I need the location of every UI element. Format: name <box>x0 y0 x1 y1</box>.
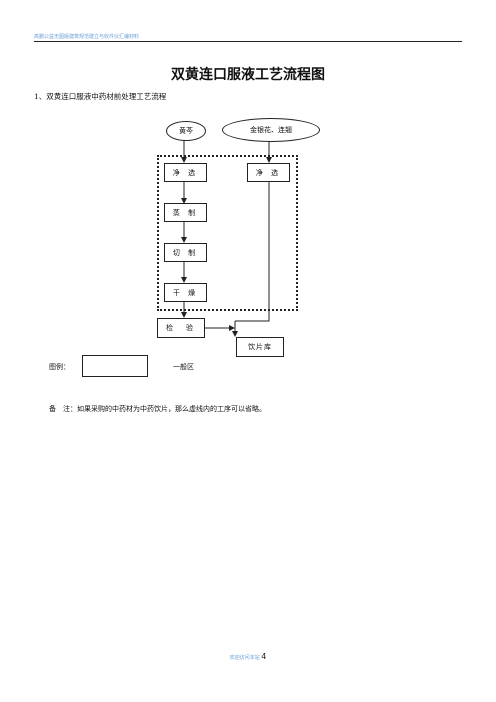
legend-label: 图例： <box>49 363 70 371</box>
header-rule <box>34 41 462 42</box>
page-footer: 欢迎访问本站 4 <box>0 652 496 661</box>
footer-prefix: 欢迎访问本站 <box>229 655 260 661</box>
source-honeysuckle-forsythia: 金银花、连翘 <box>222 118 320 142</box>
line-right-clean-to-merge <box>235 182 270 322</box>
section-heading: 1、双黄连口服液中药材前处理工艺流程 <box>34 91 166 102</box>
source-scutellaria: 黄芩 <box>166 121 206 141</box>
remark-note: 备 注：如果采购的中药材为中药饮片，那么虚线内的工序可以省略。 <box>49 405 266 413</box>
legend-description: 一般区 <box>173 363 194 371</box>
step-dry: 干 燥 <box>164 283 207 302</box>
step-cut: 切 制 <box>164 243 207 262</box>
step-storage: 饮片库 <box>236 337 284 357</box>
step-clean-left: 净 选 <box>164 163 207 182</box>
step-clean-right: 净 选 <box>247 163 290 182</box>
legend-swatch <box>82 355 148 377</box>
section-heading-rest: 中药材前处理工艺流程 <box>91 92 167 101</box>
step-inspect: 检 验 <box>157 318 205 338</box>
optional-process-boundary <box>157 155 298 311</box>
section-heading-prefix: 1、双黄连口服液 <box>34 92 92 101</box>
page-header: 高鹏公益无图版建筑规范建立与收件仪汇编材料 <box>34 34 140 40</box>
step-steam: 蒸 制 <box>164 203 207 222</box>
page-number: 4 <box>261 652 267 661</box>
document-title: 双黄连口服液工艺流程图 <box>171 67 325 83</box>
